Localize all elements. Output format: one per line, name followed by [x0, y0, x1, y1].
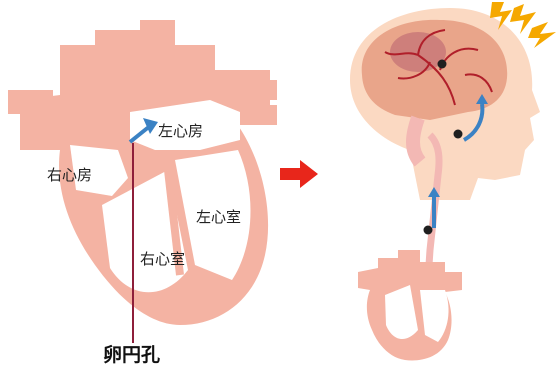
- brain: [362, 20, 508, 120]
- clot-dot-icon: [438, 60, 447, 69]
- label-left-ventricle: 左心室: [196, 206, 241, 227]
- transition-arrow-icon: [280, 160, 318, 188]
- label-left-atrium: 左心房: [158, 120, 203, 141]
- clot-dot-icon: [424, 226, 433, 235]
- label-foramen-ovale: 卵円孔: [103, 340, 160, 367]
- vessel-stub: [8, 90, 53, 114]
- label-right-atrium: 右心房: [47, 164, 92, 185]
- clot-dot-icon: [454, 130, 463, 139]
- brainstem: [413, 118, 420, 162]
- label-right-ventricle: 右心室: [140, 248, 185, 269]
- vessel-stub: [225, 80, 277, 100]
